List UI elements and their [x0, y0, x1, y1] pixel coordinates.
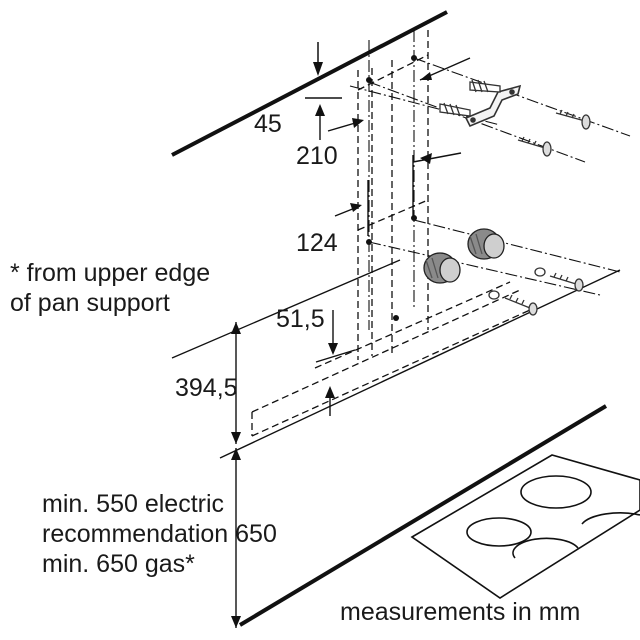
worktop-edge-line — [238, 404, 608, 627]
dim-210-marker — [327, 118, 369, 236]
dim-124-marker — [334, 57, 471, 218]
dim-210-label: 210 — [296, 142, 338, 170]
units-note: measurements in mm — [340, 598, 581, 626]
bracket-icon — [464, 84, 522, 128]
dim-394-5-label: 394,5 — [175, 374, 238, 402]
dim-45-label: 45 — [254, 110, 282, 138]
hood-body-outline — [251, 281, 531, 437]
screw-icon — [517, 109, 591, 157]
wall-plug-icon — [439, 79, 501, 117]
hob-icon — [410, 454, 640, 599]
dim-51-5-marker — [315, 310, 356, 416]
min-height-line1: min. 550 electric — [42, 490, 225, 518]
dim-51-5-label: 51,5 — [276, 305, 325, 333]
pan-support-note-line2: of pan support — [10, 289, 170, 317]
screw-icon — [504, 272, 584, 316]
pan-support-note-line1: * from upper edge — [10, 259, 211, 287]
ceiling-edge-line — [171, 10, 448, 157]
min-height-note: min. 550 electric recommendation 650 min… — [42, 489, 277, 579]
ceiling-arrow — [313, 42, 323, 76]
dim-min-height-marker — [231, 448, 241, 628]
pan-support-note: * from upper edge of pan support — [10, 258, 210, 318]
washer-icon — [488, 267, 546, 300]
pan-support-reference-line — [171, 259, 401, 359]
min-height-line2: recommendation 650 — [42, 520, 277, 548]
dim-45-marker — [305, 97, 342, 140]
wall-plug-icon — [423, 228, 505, 284]
drill-hole-marks — [366, 55, 417, 321]
dim-124-label: 124 — [296, 229, 338, 257]
dim-394-5-marker — [219, 269, 621, 459]
min-height-line3: min. 650 gas* — [42, 550, 195, 578]
